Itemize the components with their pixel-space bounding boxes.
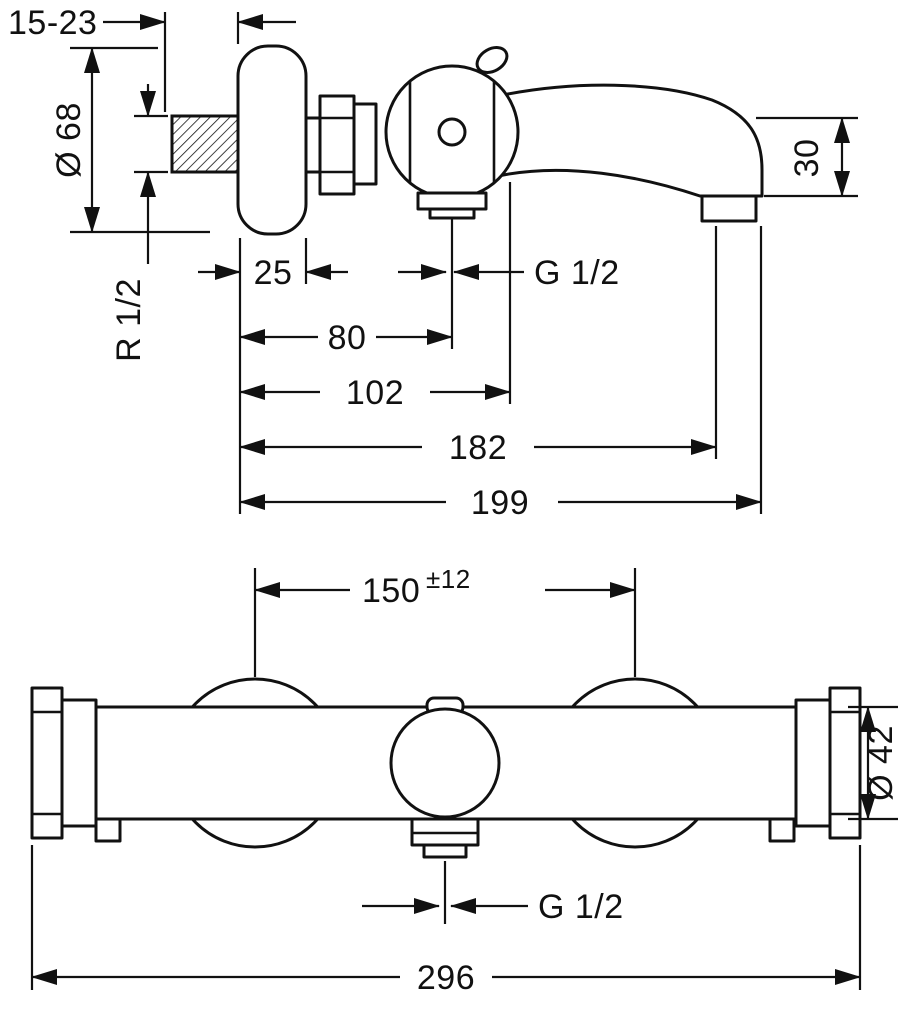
dim-protrusion-label: 15-23 bbox=[8, 4, 97, 42]
dim-hose-thread-label: G 1/2 bbox=[534, 254, 620, 292]
dim-centers-tolerance-label: ±12 bbox=[426, 564, 471, 594]
bottom-hose-outlet bbox=[410, 817, 480, 859]
dim-handle-center-label: 80 bbox=[328, 319, 367, 357]
dim-body-diameter-label: Ø 42 bbox=[862, 725, 900, 801]
fixture-side bbox=[170, 44, 764, 236]
left-wall-union bbox=[30, 686, 122, 843]
handle-lever bbox=[475, 46, 509, 74]
hose-outlet-bracket bbox=[416, 191, 488, 220]
dim-overall-width-label: 296 bbox=[417, 959, 475, 997]
side-view: 15-23 Ø 68 R 1/2 25 G 1/2 80 102 bbox=[8, 4, 858, 522]
dim-centers-label: 150 bbox=[362, 572, 420, 610]
dim-escutcheon-depth-label: 25 bbox=[254, 254, 293, 292]
dimensions-side: 15-23 Ø 68 R 1/2 25 G 1/2 80 102 bbox=[8, 4, 858, 522]
dimensions-front: 150 ±12 Ø 42 G 1/2 296 bbox=[30, 564, 900, 997]
escutcheon bbox=[236, 44, 308, 236]
dim-escutcheon-diameter-label: Ø 68 bbox=[50, 102, 88, 178]
fixture-front bbox=[30, 677, 862, 859]
spout bbox=[496, 83, 764, 198]
dim-outlet-center-label: 182 bbox=[449, 429, 507, 467]
union-nut bbox=[304, 94, 378, 196]
wall-connection-nipple bbox=[170, 114, 240, 174]
front-view: 150 ±12 Ø 42 G 1/2 296 bbox=[30, 564, 900, 997]
right-wall-union bbox=[768, 686, 862, 843]
dim-outlet-thread-label: G 1/2 bbox=[538, 888, 624, 926]
dim-spout-edge-label: 102 bbox=[346, 374, 404, 412]
handle-hub bbox=[437, 117, 467, 147]
dim-spout-height-label: 30 bbox=[788, 139, 826, 178]
thermostat-knob bbox=[389, 696, 501, 819]
dim-projection-label: 199 bbox=[471, 484, 529, 522]
valve-handle bbox=[384, 46, 520, 200]
dim-wall-thread-label: R 1/2 bbox=[110, 278, 148, 362]
spout-outlet bbox=[700, 194, 758, 223]
